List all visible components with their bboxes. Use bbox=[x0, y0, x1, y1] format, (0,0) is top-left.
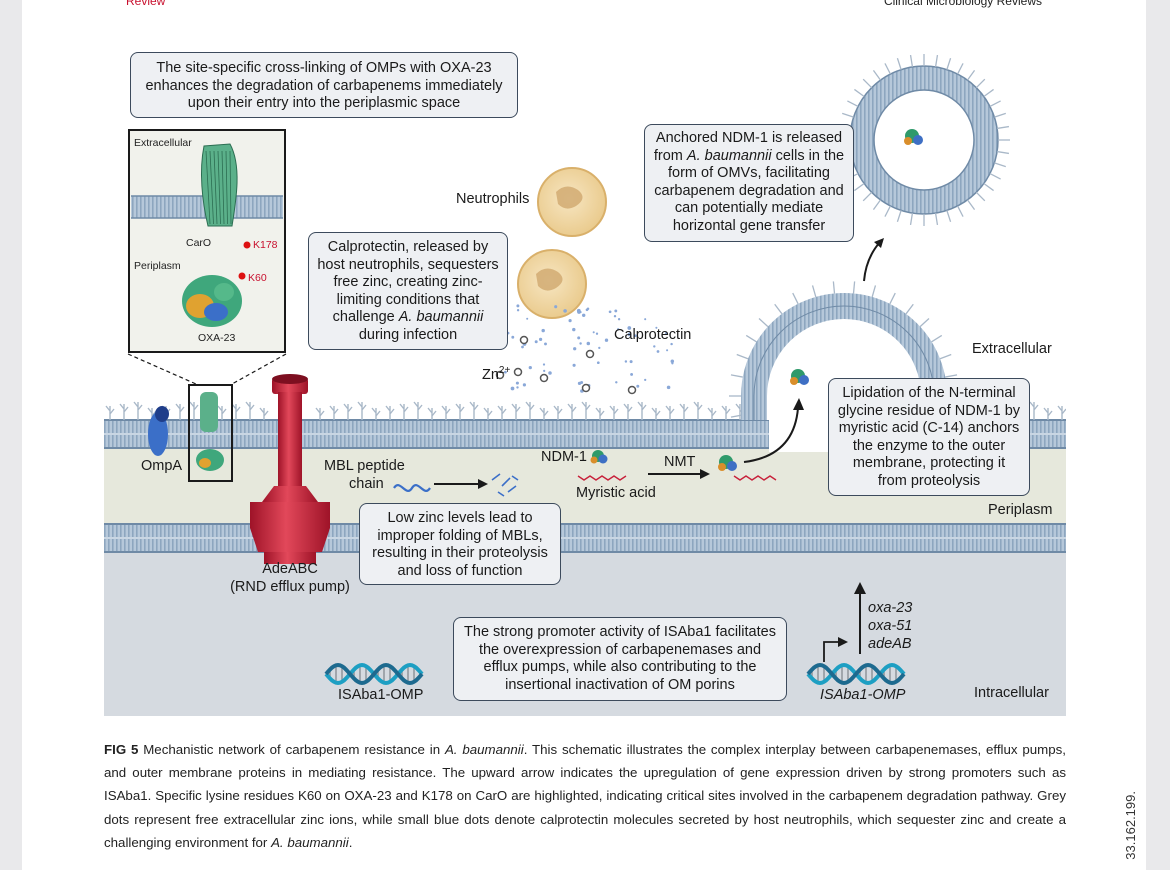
header-section-label: Review bbox=[126, 0, 166, 8]
ompa-label: OmpA bbox=[141, 458, 183, 474]
zinc-ions bbox=[495, 335, 637, 395]
ndm1-release-callout: Anchored NDM-1 is released from A. bauma… bbox=[644, 124, 854, 242]
adeabc-label: AdeABC bbox=[262, 561, 318, 577]
degraded-peptide-fragments bbox=[491, 473, 519, 497]
promoter-arrow bbox=[823, 641, 840, 662]
isaba1-omp-label-left: ISAba1-OMP bbox=[338, 687, 424, 703]
zinc-ion-label: Zn2+ bbox=[482, 365, 511, 383]
ndm1-label: NDM-1 bbox=[541, 449, 587, 465]
extracellular-label: Extracellular bbox=[972, 341, 1052, 357]
outer-membrane-vesicle bbox=[838, 54, 1010, 226]
k178-site bbox=[243, 241, 251, 249]
gene-adeab-label: adeAB bbox=[868, 636, 912, 652]
dna-helix-left bbox=[324, 662, 424, 686]
figure-5: The site-specific cross-linking of OMPs … bbox=[104, 36, 1066, 716]
calprotectin-callout: Calprotectin, released by host neutrophi… bbox=[308, 232, 508, 350]
header-journal-title: Clinical Microbiology Reviews bbox=[883, 0, 1042, 8]
side-margin-text: 33.162.199. bbox=[1123, 791, 1138, 860]
calprotectin-label: Calprotectin bbox=[614, 327, 692, 343]
myristic-acid-chain bbox=[577, 475, 627, 481]
k60-site bbox=[238, 272, 246, 280]
crosslinking-callout: The site-specific cross-linking of OMPs … bbox=[130, 52, 518, 118]
lps-chains bbox=[105, 281, 1066, 420]
mbl-chain-label: chain bbox=[349, 476, 384, 492]
neutrophils-label: Neutrophils bbox=[456, 191, 530, 207]
caro-small bbox=[196, 392, 224, 471]
dna-helix-right bbox=[806, 662, 906, 686]
ndm1-protein-omv bbox=[904, 129, 923, 145]
figure-number: FIG 5 bbox=[104, 742, 139, 757]
isaba1-omp-label-right: ISAba1-OMP bbox=[820, 687, 906, 703]
intracellular-label: Intracellular bbox=[974, 685, 1049, 701]
ndm1-lipidated bbox=[718, 455, 737, 471]
lipidation-callout: Lipidation of the N-terminal glycine res… bbox=[828, 378, 1030, 496]
ndm1-protein-periplasm bbox=[590, 450, 608, 464]
inset-k60-label: K60 bbox=[248, 272, 267, 284]
myristic-acid-label: Myristic acid bbox=[576, 485, 656, 501]
crosslink-highlight-box bbox=[188, 384, 233, 482]
neutrophil-cell-2 bbox=[517, 249, 587, 319]
rnd-efflux-label: (RND efflux pump) bbox=[230, 579, 350, 595]
anchoring-arrow bbox=[743, 407, 799, 463]
mbl-peptide-chain bbox=[393, 484, 431, 492]
mbl-peptide-label: MBL peptide bbox=[324, 458, 405, 474]
adeabc-efflux-pump bbox=[250, 374, 330, 564]
inset-oxa23-label: OXA-23 bbox=[198, 332, 236, 344]
low-zinc-callout: Low zinc levels lead to improper folding… bbox=[359, 503, 561, 585]
inset-caro-label: CarO bbox=[186, 237, 212, 249]
neutrophil-cell-1 bbox=[537, 167, 607, 237]
inset-extracellular-label: Extracellular bbox=[134, 137, 192, 149]
promoter-callout: The strong promoter activity of ISAba1 f… bbox=[453, 617, 787, 701]
gene-oxa51-label: oxa-51 bbox=[868, 618, 913, 634]
figure-caption: FIG 5 Mechanistic network of carbapenem … bbox=[104, 742, 1066, 850]
inset-k178-label: K178 bbox=[253, 239, 278, 251]
inner-membrane bbox=[104, 523, 1066, 553]
ndm1-protein-bud bbox=[790, 369, 809, 385]
nmt-label: NMT bbox=[664, 454, 696, 470]
figure-artwork bbox=[104, 36, 1066, 716]
oxa23-protein bbox=[182, 275, 242, 327]
caro-protein bbox=[201, 143, 238, 227]
ompa-protein bbox=[148, 406, 169, 456]
gene-oxa23-label: oxa-23 bbox=[868, 600, 913, 616]
periplasm-label: Periplasm bbox=[988, 502, 1053, 518]
inset-periplasm-label: Periplasm bbox=[134, 260, 181, 272]
